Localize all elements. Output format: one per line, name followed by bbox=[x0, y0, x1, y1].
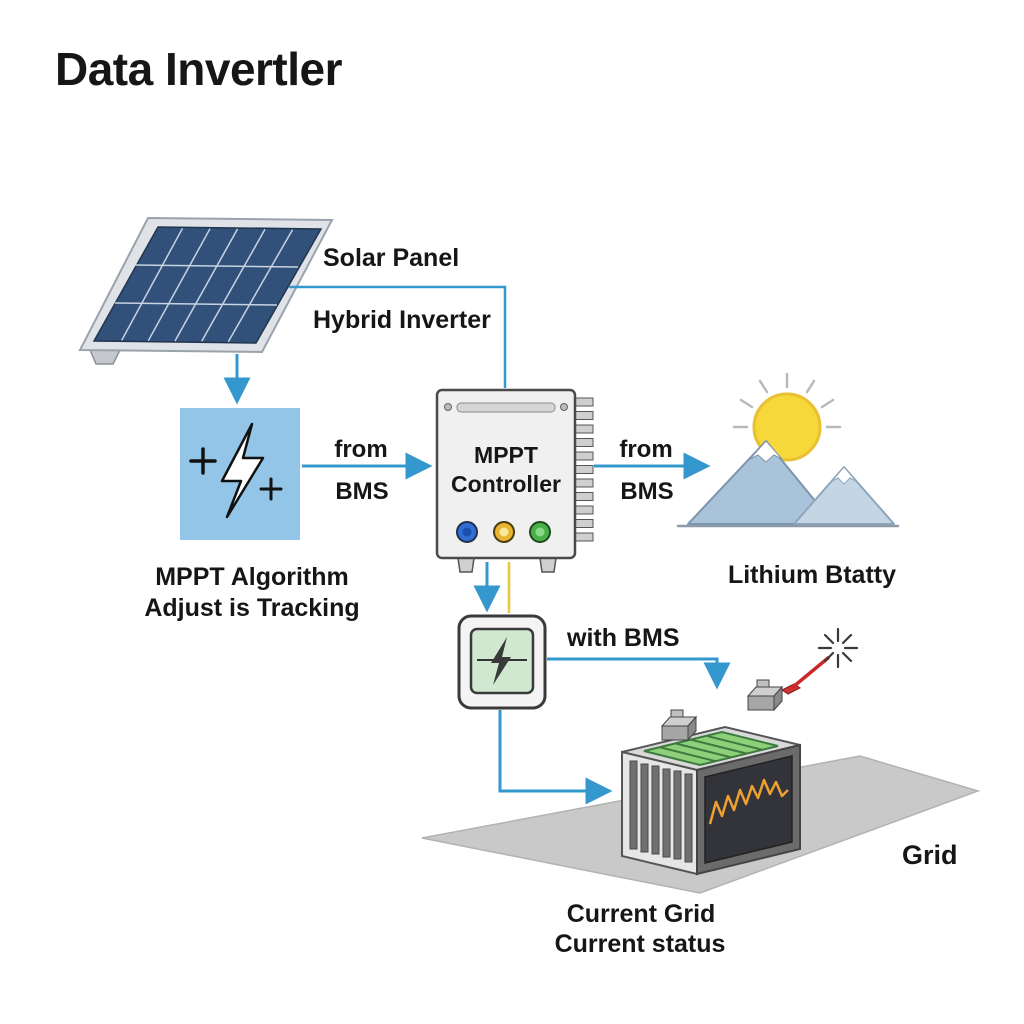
current-grid-label-line2: Current status bbox=[555, 930, 726, 958]
plus-icon bbox=[189, 447, 217, 475]
mppt-algorithm-box bbox=[180, 408, 300, 540]
waveform-chart bbox=[708, 778, 789, 825]
vent-slats bbox=[629, 760, 693, 863]
screw-icon bbox=[444, 403, 452, 411]
arrow-monitor-to-grid bbox=[498, 710, 613, 805]
mountain-left-snowcap bbox=[749, 440, 783, 463]
plus-icon bbox=[259, 477, 283, 501]
terminal-block-right bbox=[746, 679, 784, 712]
controller-label-line2: Controller bbox=[451, 471, 561, 497]
sun-disc bbox=[752, 392, 822, 462]
battery-cells-panel bbox=[643, 730, 779, 767]
led-yellow-core bbox=[499, 527, 509, 537]
current-grid-label-line1: Current Grid bbox=[567, 900, 716, 928]
page-title: Data Invertler bbox=[55, 43, 343, 95]
controller-label-line1: MPPT bbox=[474, 442, 538, 468]
terminal-knob bbox=[670, 709, 684, 718]
solar-panel bbox=[78, 216, 334, 365]
controller-foot-right bbox=[539, 557, 557, 573]
solar-panel-foot bbox=[88, 349, 122, 365]
terminal-side bbox=[773, 685, 783, 712]
terminal-side bbox=[687, 715, 697, 742]
solar-panel-gridlines bbox=[114, 227, 299, 343]
controller-foot-left bbox=[457, 557, 475, 573]
battery-unit bbox=[621, 679, 801, 876]
terminal-front bbox=[661, 725, 689, 741]
screw-icon bbox=[560, 403, 568, 411]
mountain-right-snowcap bbox=[831, 466, 857, 485]
led-green-core bbox=[535, 527, 545, 537]
mppt-algorithm-caption-line2: Adjust is Tracking bbox=[144, 594, 359, 622]
with-bms-label: with BMS bbox=[566, 624, 680, 652]
mppt-algorithm-caption-line1: MPPT Algorithm bbox=[155, 563, 349, 591]
hybrid-inverter-label: Hybrid Inverter bbox=[313, 306, 491, 334]
lithium-battery-label: Lithium Btatty bbox=[728, 561, 896, 589]
terminal-front bbox=[747, 695, 775, 711]
lightning-icon bbox=[491, 637, 511, 685]
terminal-knob bbox=[756, 679, 770, 688]
solar-panel-label: Solar Panel bbox=[323, 244, 459, 272]
battery-cell-dividers bbox=[659, 734, 763, 763]
spark-icon bbox=[817, 627, 859, 669]
led-blue-core bbox=[462, 527, 472, 537]
edge-label-bms-left: BMS bbox=[335, 478, 388, 505]
mountain-right bbox=[793, 466, 895, 525]
controller-vent bbox=[456, 402, 556, 413]
red-wire bbox=[791, 656, 830, 689]
sun-icon bbox=[732, 372, 842, 462]
controller-body bbox=[435, 388, 577, 560]
grid-label: Grid bbox=[902, 840, 958, 870]
mppt-controller: MPPT Controller bbox=[435, 388, 594, 573]
solar-panel-cells bbox=[92, 226, 323, 344]
edge-label-from-left: from bbox=[334, 436, 387, 463]
heatsink-fins bbox=[574, 397, 594, 542]
lightning-icon bbox=[220, 422, 265, 519]
mountains-icon bbox=[676, 440, 900, 528]
terminal-block-left bbox=[660, 709, 698, 742]
edge-label-bms-right: BMS bbox=[620, 478, 673, 505]
sun-rays bbox=[732, 372, 842, 429]
battery-monitor-box bbox=[457, 614, 547, 710]
wire-panel-to-inverter bbox=[289, 285, 507, 388]
wire-monitor-to-battery bbox=[547, 657, 731, 690]
mountain-left bbox=[687, 440, 835, 525]
battery-display bbox=[704, 755, 793, 864]
edge-label-from-right: from bbox=[619, 436, 672, 463]
